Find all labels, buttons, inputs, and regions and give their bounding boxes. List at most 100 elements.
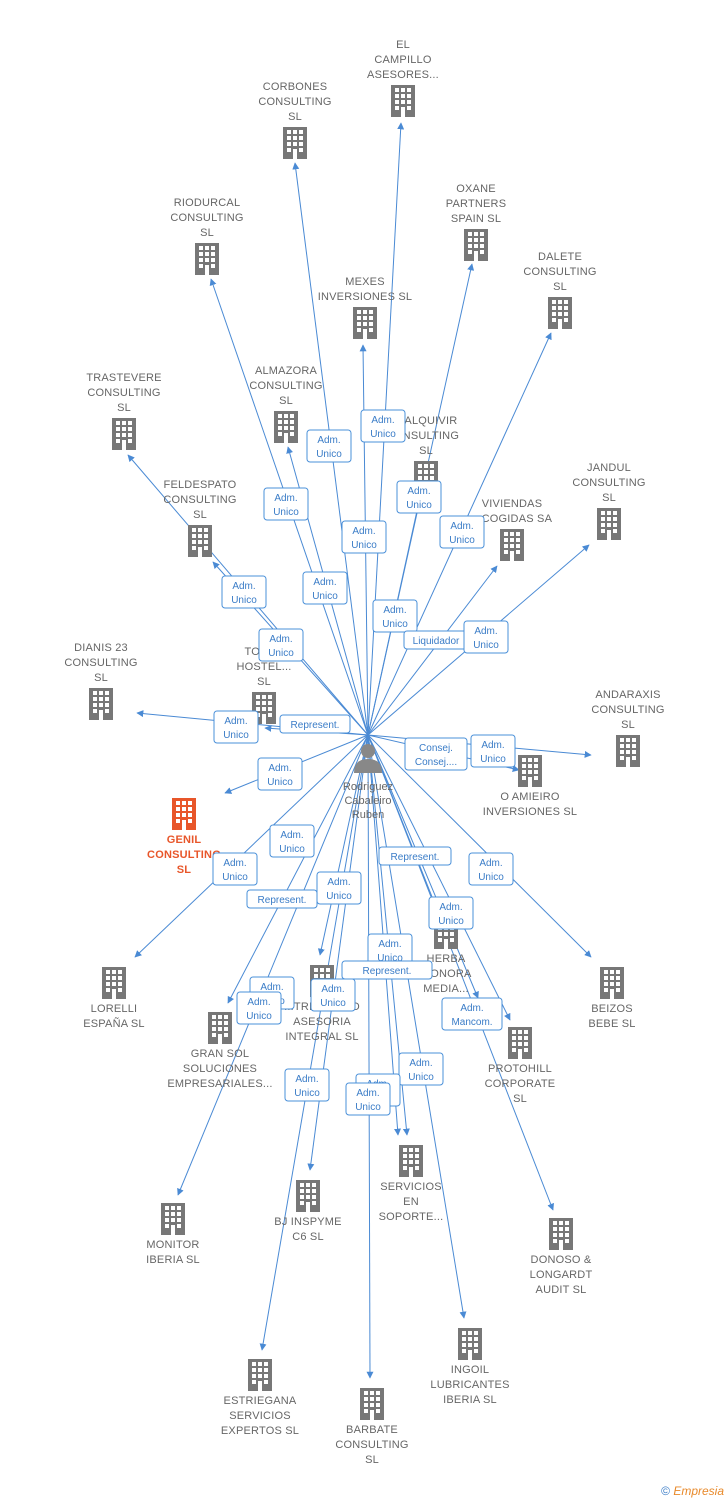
company-name-line: ...NSULTING <box>393 430 459 442</box>
edge-role-label[interactable]: Adm.Unico <box>310 978 356 1012</box>
edge-role-box <box>221 575 267 609</box>
edge-role-label[interactable]: Adm.Unico <box>212 852 258 886</box>
company-node-lorelli[interactable]: LORELLI ESPAÑA SL <box>83 967 145 1030</box>
edge-role-label[interactable]: Adm.Unico <box>221 575 267 609</box>
edge-to-protohill <box>367 734 511 1021</box>
edge-role-label[interactable]: Adm.Unico <box>213 710 259 744</box>
edge-role-label[interactable]: Adm.Unico <box>257 757 303 791</box>
edge-role-text: Consej. <box>419 743 453 754</box>
edge-role-label[interactable]: Liquidador <box>403 630 469 650</box>
company-node-servicios[interactable]: SERVICIOSENSOPORTE... <box>379 1145 444 1223</box>
edge-role-text: Unico <box>223 730 249 741</box>
company-name-line: SPAIN SL <box>451 213 501 225</box>
edge-role-label[interactable]: Adm.Unico <box>263 487 309 521</box>
edge-role-label[interactable]: Adm.Unico <box>372 599 418 633</box>
edge-role-text: Adm. <box>313 577 336 588</box>
edge-role-box <box>236 991 282 1025</box>
edge-role-text: Adm. <box>450 521 473 532</box>
company-name-line: CAMPILLO <box>374 54 431 66</box>
copyright-notice: © Empresia <box>661 1484 724 1498</box>
edge-role-label[interactable]: Represent. <box>378 846 452 866</box>
edge-role-label[interactable]: Adm.Unico <box>367 933 413 967</box>
edge-role-label[interactable]: Adm.Unico <box>468 852 514 886</box>
edge-role-label[interactable]: Adm.Unico <box>269 824 315 858</box>
edge-role-text: Adm. <box>356 1088 379 1099</box>
company-node-campillo[interactable]: ELCAMPILLOASESORES... <box>367 39 439 117</box>
edge-role-text: Adm. <box>295 1074 318 1085</box>
edge-role-text: Adm. <box>260 982 283 993</box>
edge-role-label[interactable]: Adm.Unico <box>345 1082 391 1116</box>
edge-role-box <box>257 757 303 791</box>
edge-role-text: Adm. <box>274 493 297 504</box>
building-icon <box>296 1180 320 1212</box>
edge-role-text: Adm. <box>321 984 344 995</box>
company-name-line: BJ INSPYME <box>274 1216 341 1228</box>
edge-role-label[interactable]: Adm.Unico <box>428 896 474 930</box>
edge-role-label[interactable]: Adm.Unico <box>341 520 387 554</box>
edge-role-label[interactable]: Adm.Unico <box>470 734 516 768</box>
building-icon <box>600 967 624 999</box>
edge-role-text: Adm. <box>352 526 375 537</box>
edge-role-text: Adm. <box>481 740 504 751</box>
edge-role-label[interactable]: Adm.Unico <box>360 409 406 443</box>
edge-role-label[interactable]: Represent. <box>341 960 433 980</box>
edge-role-label[interactable]: Consej.Consej.... <box>404 737 468 771</box>
company-name-line: ESTRIEGANA <box>224 1395 297 1407</box>
company-node-gransol[interactable]: GRAN SOLSOLUCIONESEMPRESARIALES... <box>167 1012 272 1090</box>
edge-role-label[interactable]: Adm.Mancom. <box>441 997 503 1031</box>
company-name-line: ESPAÑA SL <box>83 1017 145 1030</box>
company-name-line: CONSULTING <box>64 657 137 669</box>
company-name-line: SL <box>419 445 433 457</box>
edge-role-text: Unico <box>222 872 248 883</box>
edge-role-label[interactable]: Adm.Unico <box>316 871 362 905</box>
edge-role-label[interactable]: Adm.Unico <box>258 628 304 662</box>
edge-role-label[interactable]: Adm.Unico <box>306 429 352 463</box>
edge-role-label[interactable]: Represent. <box>246 889 318 909</box>
company-name-line: LORELLI <box>91 1003 138 1015</box>
edge-extra-1 <box>367 734 479 999</box>
edge-role-label[interactable]: Adm.Unico <box>398 1052 444 1086</box>
edge-role-label[interactable]: Adm.Unico <box>463 620 509 654</box>
edge-role-label[interactable]: Represent. <box>279 714 351 734</box>
edge-role-text: Represent. <box>258 895 307 906</box>
company-node-herba[interactable]: HERBA...ONORAMEDIA... <box>420 917 472 995</box>
edge-to-donoso <box>367 734 554 1211</box>
company-name-line: EL <box>396 39 410 51</box>
edge-role-label[interactable]: Adm.Unico <box>396 480 442 514</box>
company-name-line: DONOSO & <box>531 1254 592 1266</box>
edge-role-label[interactable]: Adm.Unico <box>302 571 348 605</box>
edge-role-label[interactable]: Adm.Unico <box>236 991 282 1025</box>
company-name-line: DIANIS 23 <box>74 642 128 654</box>
edge-role-label[interactable]: Adm.Unico <box>439 515 485 549</box>
company-name-line: SL <box>117 402 131 414</box>
edge-role-text: Adm. <box>409 1058 432 1069</box>
company-name-line: SOLUCIONES <box>183 1063 257 1075</box>
edge-role-label[interactable]: Adm.Unico <box>284 1068 330 1102</box>
company-name-line: CORBONES <box>263 81 328 93</box>
edge-role-box <box>302 571 348 605</box>
company-node-viviendas[interactable]: VIVIENDAS...COGIDAS SA <box>472 498 553 561</box>
